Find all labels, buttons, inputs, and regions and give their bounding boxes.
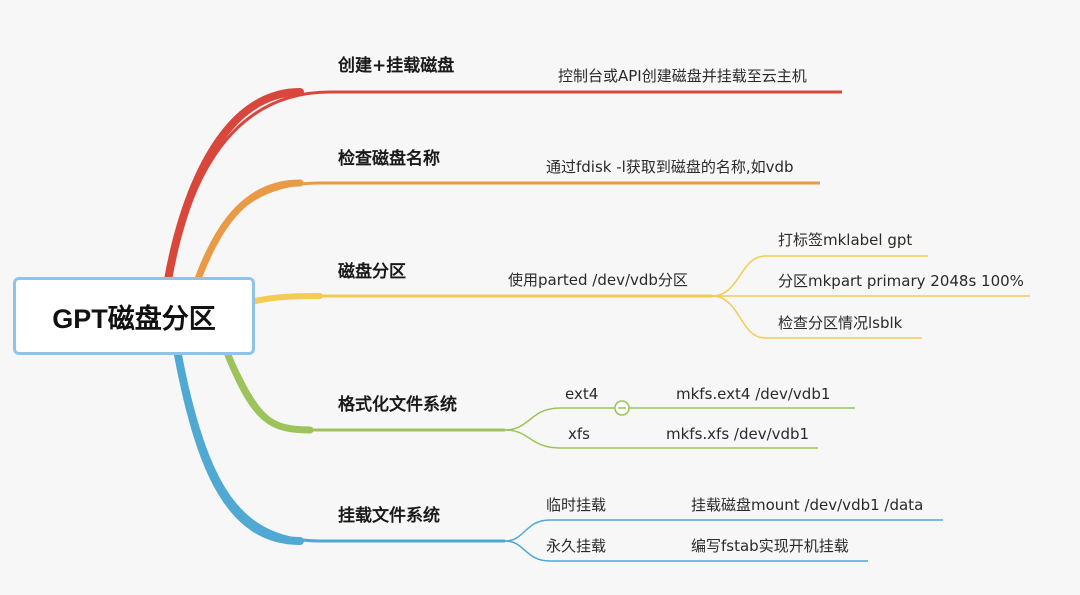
branch-line-check-name <box>198 181 820 278</box>
node-check-name[interactable]: 检查磁盘名称 <box>338 149 440 169</box>
root-label: GPT磁盘分区 <box>52 303 216 334</box>
node-partition[interactable]: 磁盘分区 <box>338 262 406 282</box>
node-perm-mount[interactable]: 永久挂载 <box>546 537 607 555</box>
node-temp-mount-detail[interactable]: 挂载磁盘mount /dev/vdb1 /data <box>691 496 924 514</box>
node-xfs[interactable]: xfs <box>568 425 590 443</box>
branch-trunk-mount-fs <box>174 351 304 545</box>
node-create-mount-detail[interactable]: 控制台或API创建磁盘并挂载至云主机 <box>558 67 807 85</box>
node-mount-fs[interactable]: 挂载文件系统 <box>338 506 440 526</box>
node-ext4-detail[interactable]: mkfs.ext4 /dev/vdb1 <box>676 385 831 403</box>
branch-sub-perm-mount <box>504 540 868 562</box>
branch-sub-mklabel <box>711 255 928 297</box>
node-lsblk[interactable]: 检查分区情况lsblk <box>778 314 903 332</box>
branch-trunk-partition <box>252 293 323 304</box>
root-node[interactable]: GPT磁盘分区 <box>13 277 255 355</box>
node-xfs-detail[interactable]: mkfs.xfs /dev/vdb1 <box>666 425 810 443</box>
node-partition-detail[interactable]: 使用parted /dev/vdb分区 <box>508 271 688 289</box>
node-perm-mount-detail[interactable]: 编写fstab实现开机挂载 <box>691 537 849 555</box>
branch-trunk-check-name <box>194 179 304 283</box>
branch-sub-lsblk <box>711 295 922 339</box>
node-check-name-detail[interactable]: 通过fdisk -l获取到磁盘的名称,如vdb <box>546 158 794 176</box>
branch-sub-xfs <box>504 429 818 449</box>
node-ext4[interactable]: ext4 <box>565 385 599 403</box>
node-mkpart[interactable]: 分区mkpart primary 2048s 100% <box>778 272 1024 290</box>
node-create-mount[interactable]: 创建+挂载磁盘 <box>338 56 455 76</box>
node-temp-mount[interactable]: 临时挂载 <box>546 496 607 514</box>
branch-trunk-format <box>224 351 314 434</box>
branch-trunk-create-mount <box>164 88 304 284</box>
branch-line-partition <box>254 294 712 302</box>
node-format[interactable]: 格式化文件系统 <box>338 395 457 415</box>
branch-sub-temp-mount <box>504 519 943 542</box>
branch-sub-ext4 <box>504 407 855 431</box>
node-mklabel[interactable]: 打标签mklabel gpt <box>778 231 913 249</box>
